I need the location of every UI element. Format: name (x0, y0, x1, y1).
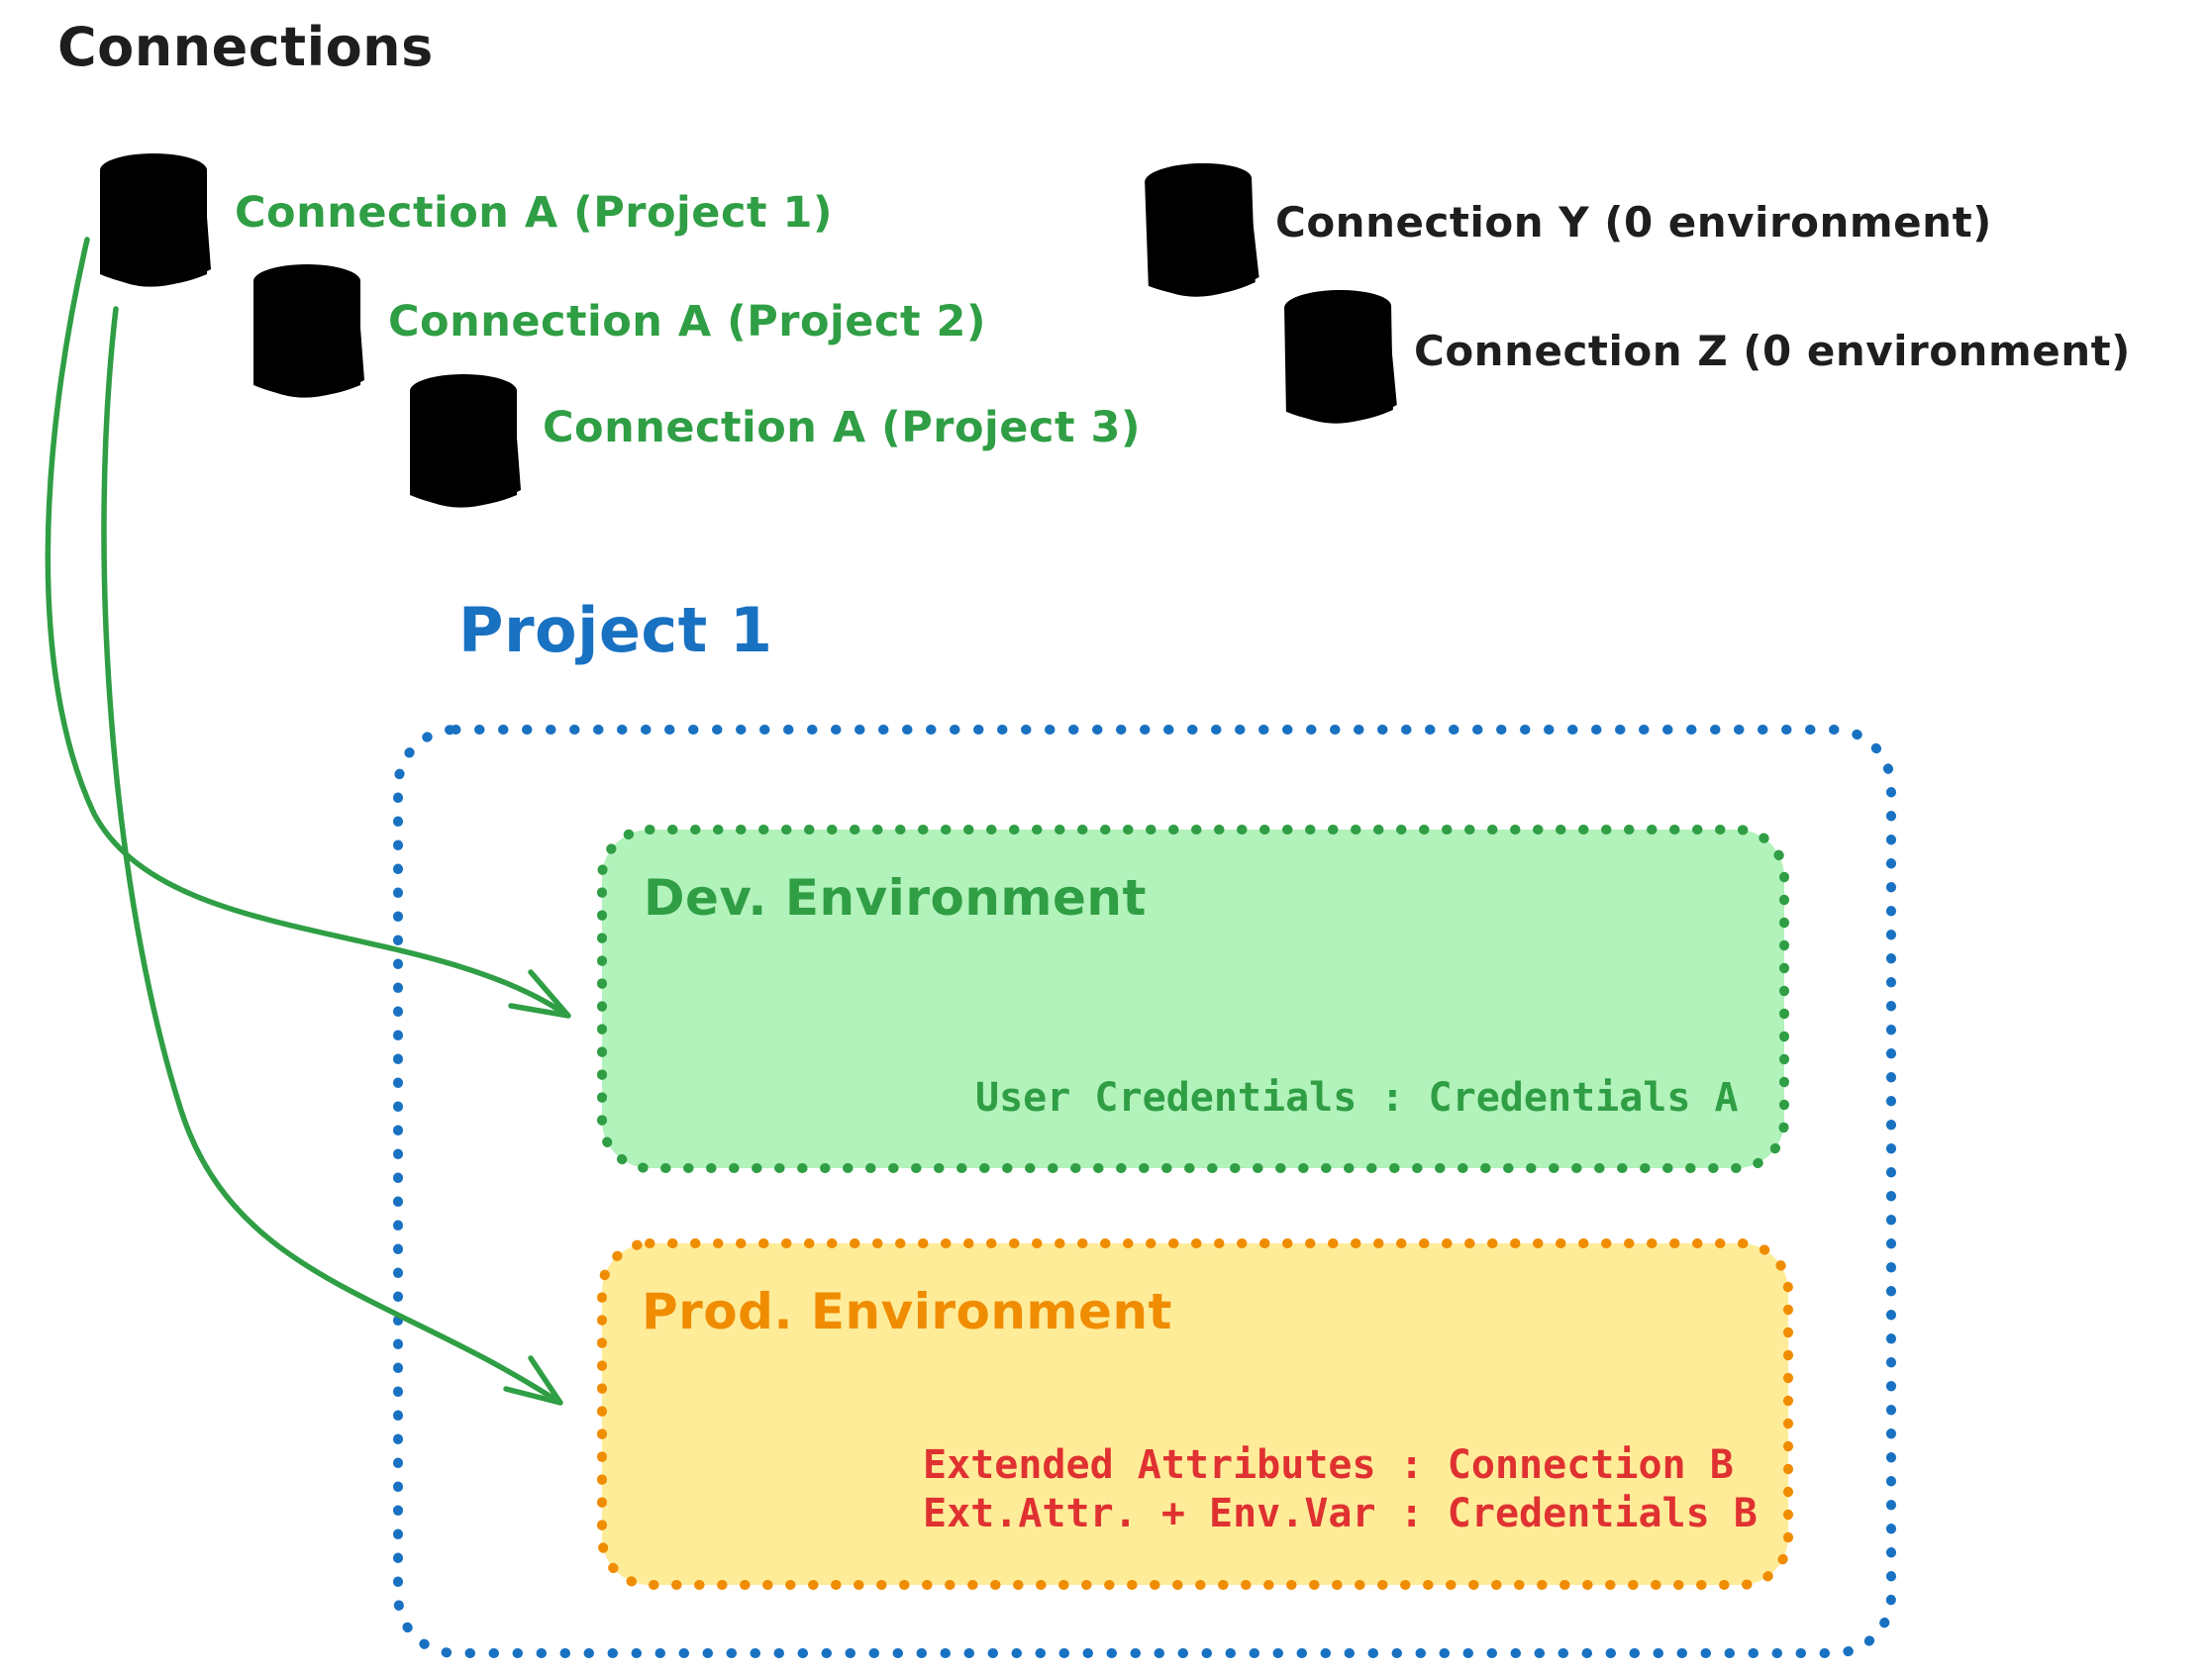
diagram-title: Connections (57, 16, 434, 78)
connection-y-label: Connection Y (0 environment) (1275, 198, 1992, 246)
prod-credentials-line2: Ext.Attr. + Env.Var : Credentials B (923, 1491, 1758, 1536)
connection-a-project1-label: Connection A (Project 1) (235, 188, 834, 238)
database-icon-connection-a1 (100, 153, 211, 287)
database-icon-connection-y (1144, 161, 1260, 299)
database-icon-connection-z (1283, 288, 1398, 425)
connection-a-project2-label: Connection A (Project 2) (388, 297, 987, 346)
project1-title: Project 1 (458, 594, 773, 666)
database-icon-connection-a2 (253, 264, 364, 398)
prod-credentials-text: Extended Attributes : Connection B Ext.A… (923, 1441, 1758, 1538)
prod-environment-title: Prod. Environment (642, 1283, 1172, 1340)
database-icon-connection-a3 (410, 374, 521, 508)
connection-a-project3-label: Connection A (Project 3) (543, 403, 1142, 452)
prod-credentials-line1: Extended Attributes : Connection B (923, 1442, 1734, 1488)
connection-z-label: Connection Z (0 environment) (1414, 327, 2131, 375)
arrow-connection-a-to-prod (101, 306, 563, 1406)
dev-credentials-text: User Credentials : Credentials A (975, 1075, 1739, 1121)
dev-environment-title: Dev. Environment (644, 869, 1147, 927)
